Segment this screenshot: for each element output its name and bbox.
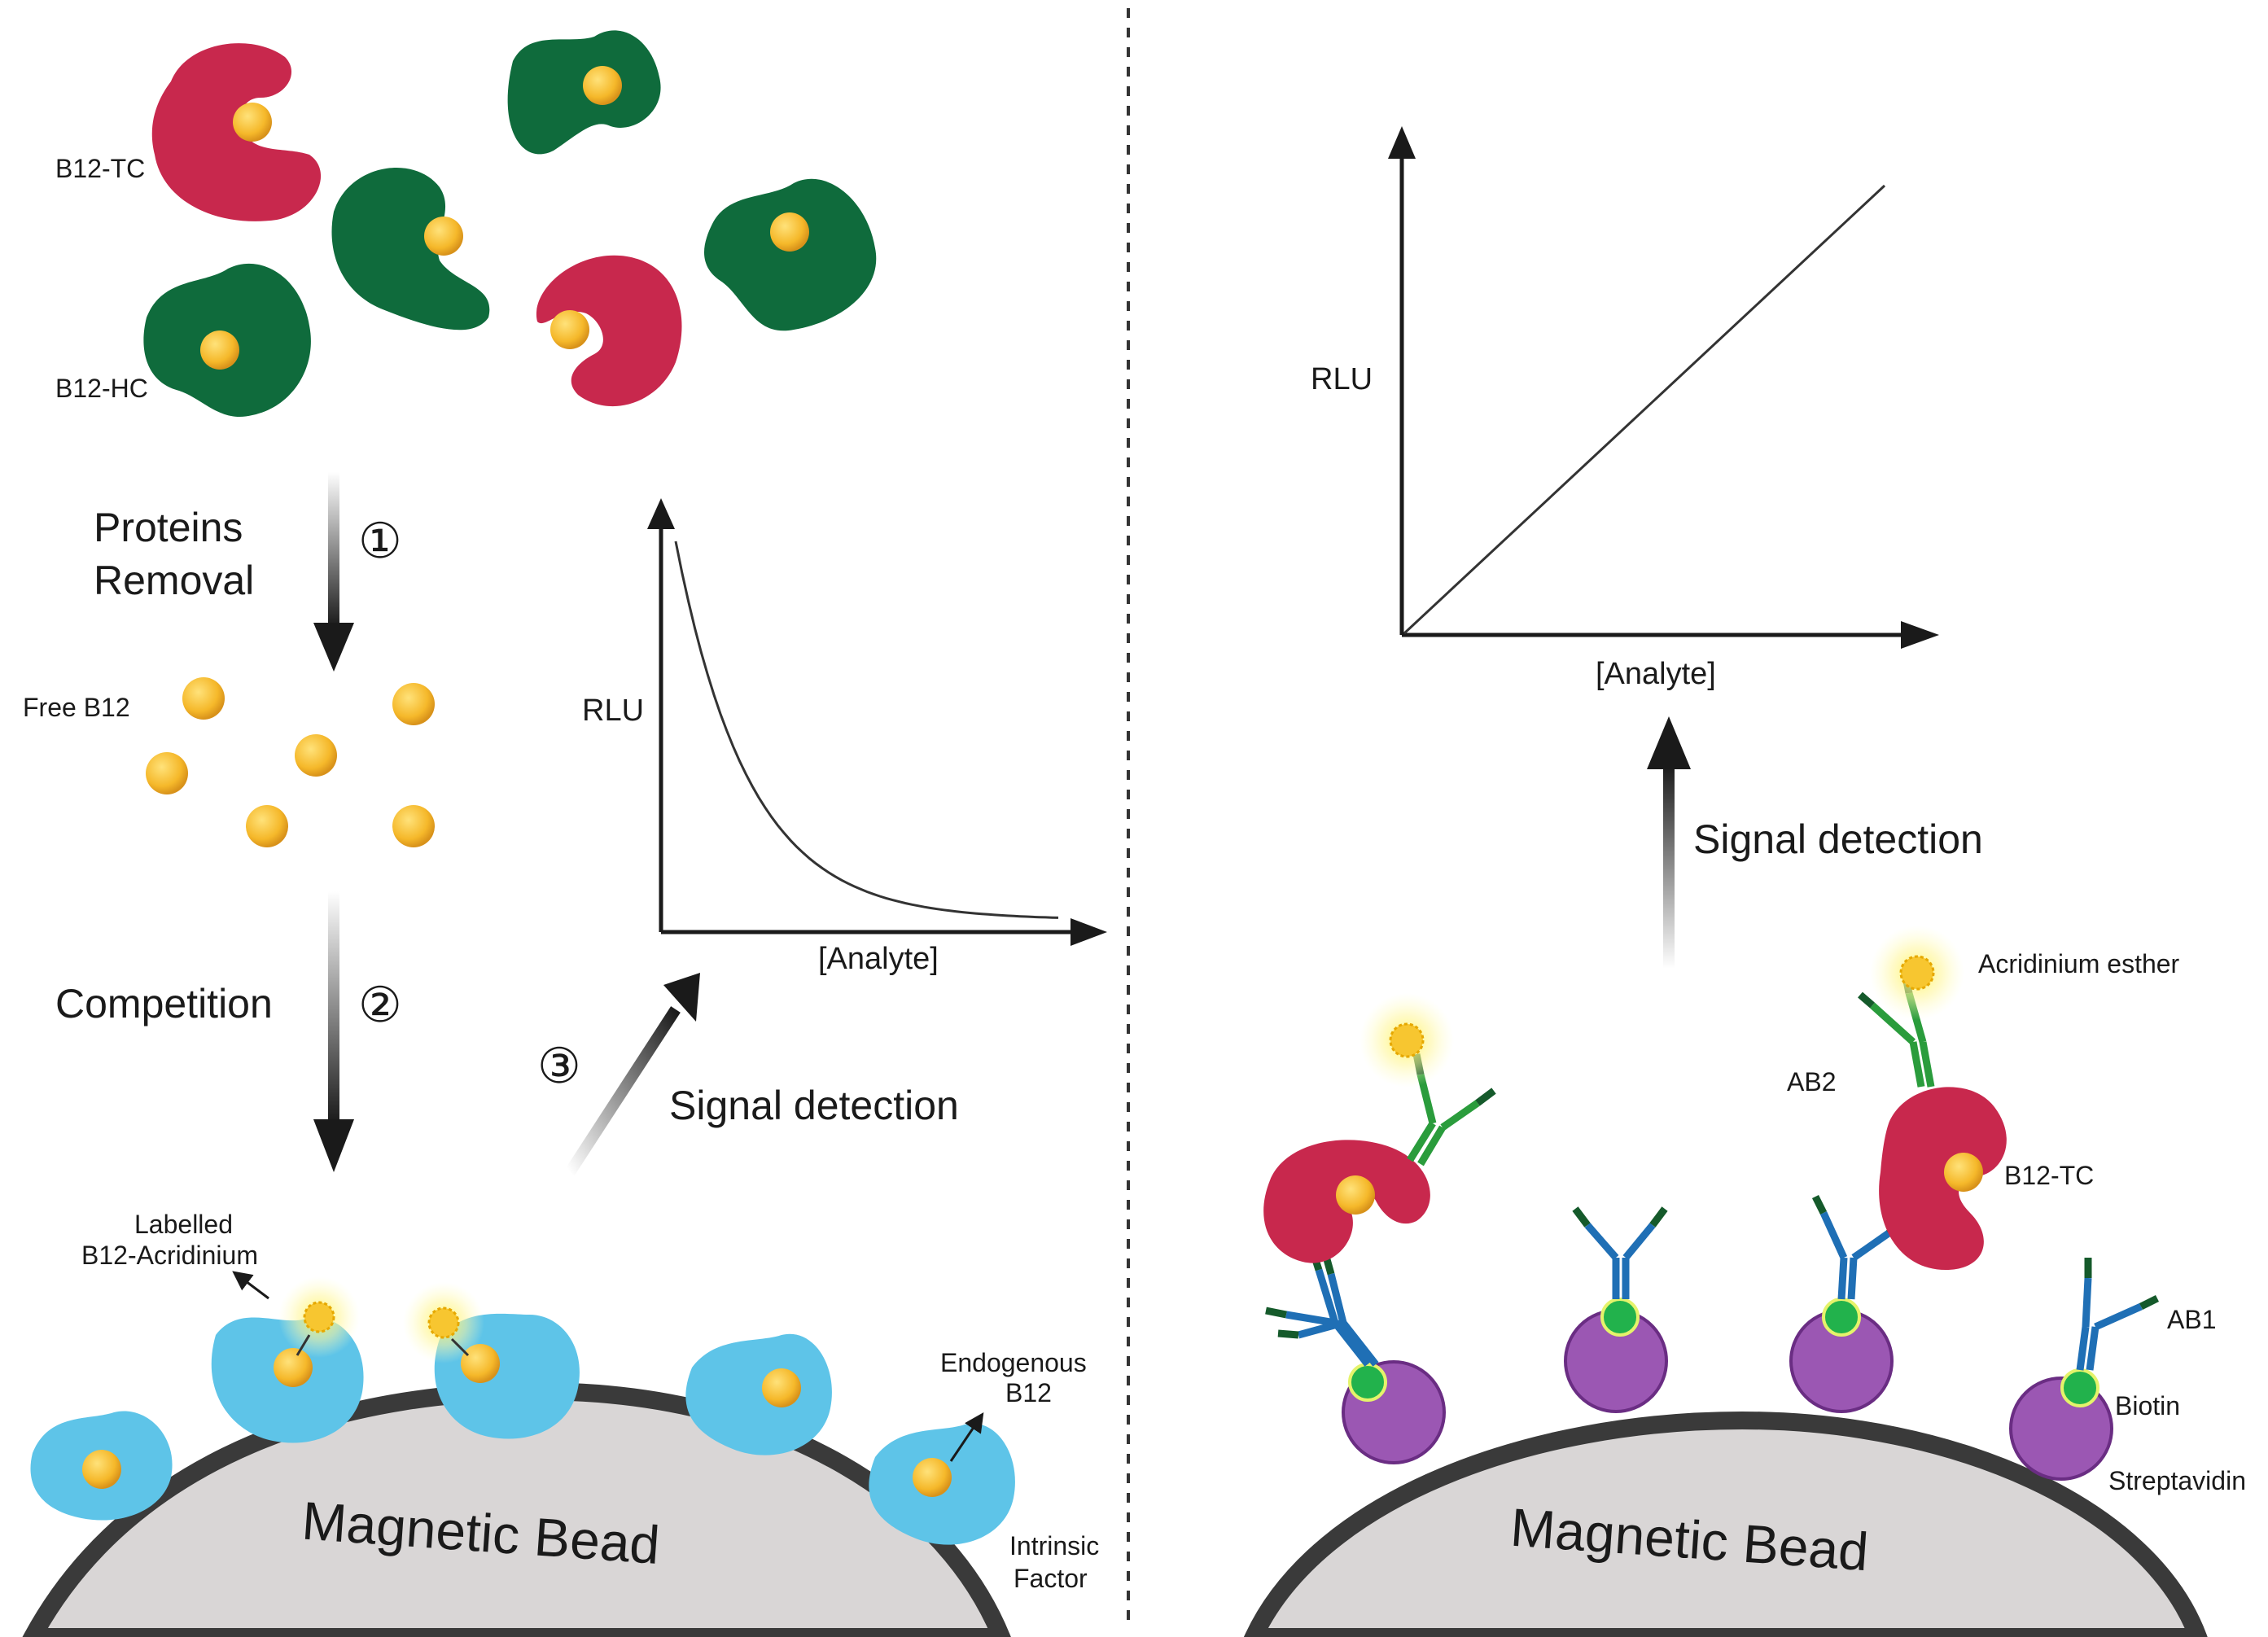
endogenous-pointer [949, 1412, 984, 1462]
label-step1: ① [358, 514, 402, 568]
right-magnetic-bead [1243, 1411, 2208, 1637]
right-chart-line [1403, 184, 1886, 635]
label-proteins-removal-2: Removal [94, 558, 254, 603]
intrinsic-factor-4 [685, 1333, 832, 1455]
haptocorrin-protein-1 [507, 30, 661, 155]
sandwich-complex-1 [1263, 993, 1496, 1263]
label-ab1: AB1 [2167, 1305, 2216, 1334]
label-free-b12: Free B12 [23, 693, 130, 722]
left-chart: RLU [Analyte] [582, 498, 1107, 976]
haptocorrin-protein-2 [331, 168, 490, 330]
label-intrinsic-2: Factor [1014, 1564, 1088, 1593]
intrinsic-factor-5 [869, 1423, 1015, 1545]
left-chart-curve [674, 541, 1059, 919]
left-chart-ylabel: RLU [582, 694, 644, 728]
label-step3: ③ [537, 1039, 581, 1093]
label-signal-detection-right: Signal detection [1693, 816, 1983, 862]
left-chart-x-arrow [1071, 918, 1107, 946]
haptocorrin-protein-4 [143, 263, 311, 418]
label-labelled-1: Labelled [134, 1210, 233, 1239]
step3-arrow-shaft [565, 1006, 681, 1175]
label-labelled-2: B12-Acridinium [81, 1241, 258, 1270]
capture-complex-4 [2009, 1258, 2160, 1481]
sandwich-complex-2 [1858, 926, 2007, 1270]
label-acridinium-esther: Acridinium esther [1978, 949, 2180, 978]
right-signal-arrow-shaft [1663, 765, 1675, 969]
left-chart-y-arrow [647, 498, 675, 529]
label-proteins-removal-1: Proteins [94, 505, 243, 550]
right-chart: RLU [Analyte] [1311, 126, 1939, 691]
label-signal-detection-left: Signal detection [669, 1083, 959, 1128]
right-chart-y-arrow [1388, 126, 1416, 159]
label-step2: ② [358, 978, 402, 1032]
label-b12-hc: B12-HC [55, 374, 148, 403]
intrinsic-factor-1 [30, 1411, 173, 1521]
left-chart-xlabel: [Analyte] [818, 942, 939, 976]
capture-complex-2 [1564, 1206, 1668, 1413]
step2-arrow-head [313, 1119, 354, 1172]
transcobalamin-protein-2 [536, 255, 682, 407]
label-biotin: Biotin [2115, 1391, 2180, 1420]
right-chart-xlabel: [Analyte] [1596, 657, 1716, 691]
label-b12-tc: B12-TC [55, 154, 145, 183]
label-endogenous-2: B12 [1005, 1378, 1052, 1407]
acridinium-label-left-2 [403, 1282, 484, 1363]
label-streptavidin: Streptavidin [2108, 1466, 2246, 1495]
labelled-pointer [232, 1271, 269, 1300]
label-intrinsic-1: Intrinsic [1009, 1531, 1099, 1560]
acridinium-label-left-1 [278, 1276, 360, 1358]
step1-arrow-head [313, 623, 354, 672]
step3-arrow-head [663, 973, 700, 1022]
free-b12-molecules [146, 677, 435, 847]
haptocorrin-protein-3 [704, 178, 877, 331]
transcobalamin-protein-1 [151, 43, 322, 221]
step2-arrow-shaft [328, 891, 339, 1123]
label-ab2: AB2 [1787, 1067, 1836, 1096]
capture-complex-1 [1265, 1248, 1446, 1464]
label-competition: Competition [55, 981, 273, 1026]
right-signal-arrow-head [1647, 716, 1691, 769]
label-endogenous-1: Endogenous [940, 1348, 1087, 1377]
label-b12-tc-right: B12-TC [2004, 1161, 2094, 1190]
step1-arrow-shaft [328, 472, 339, 627]
right-chart-x-arrow [1901, 621, 1939, 649]
right-chart-ylabel: RLU [1311, 362, 1373, 396]
capture-complex-3 [1789, 1194, 1906, 1413]
